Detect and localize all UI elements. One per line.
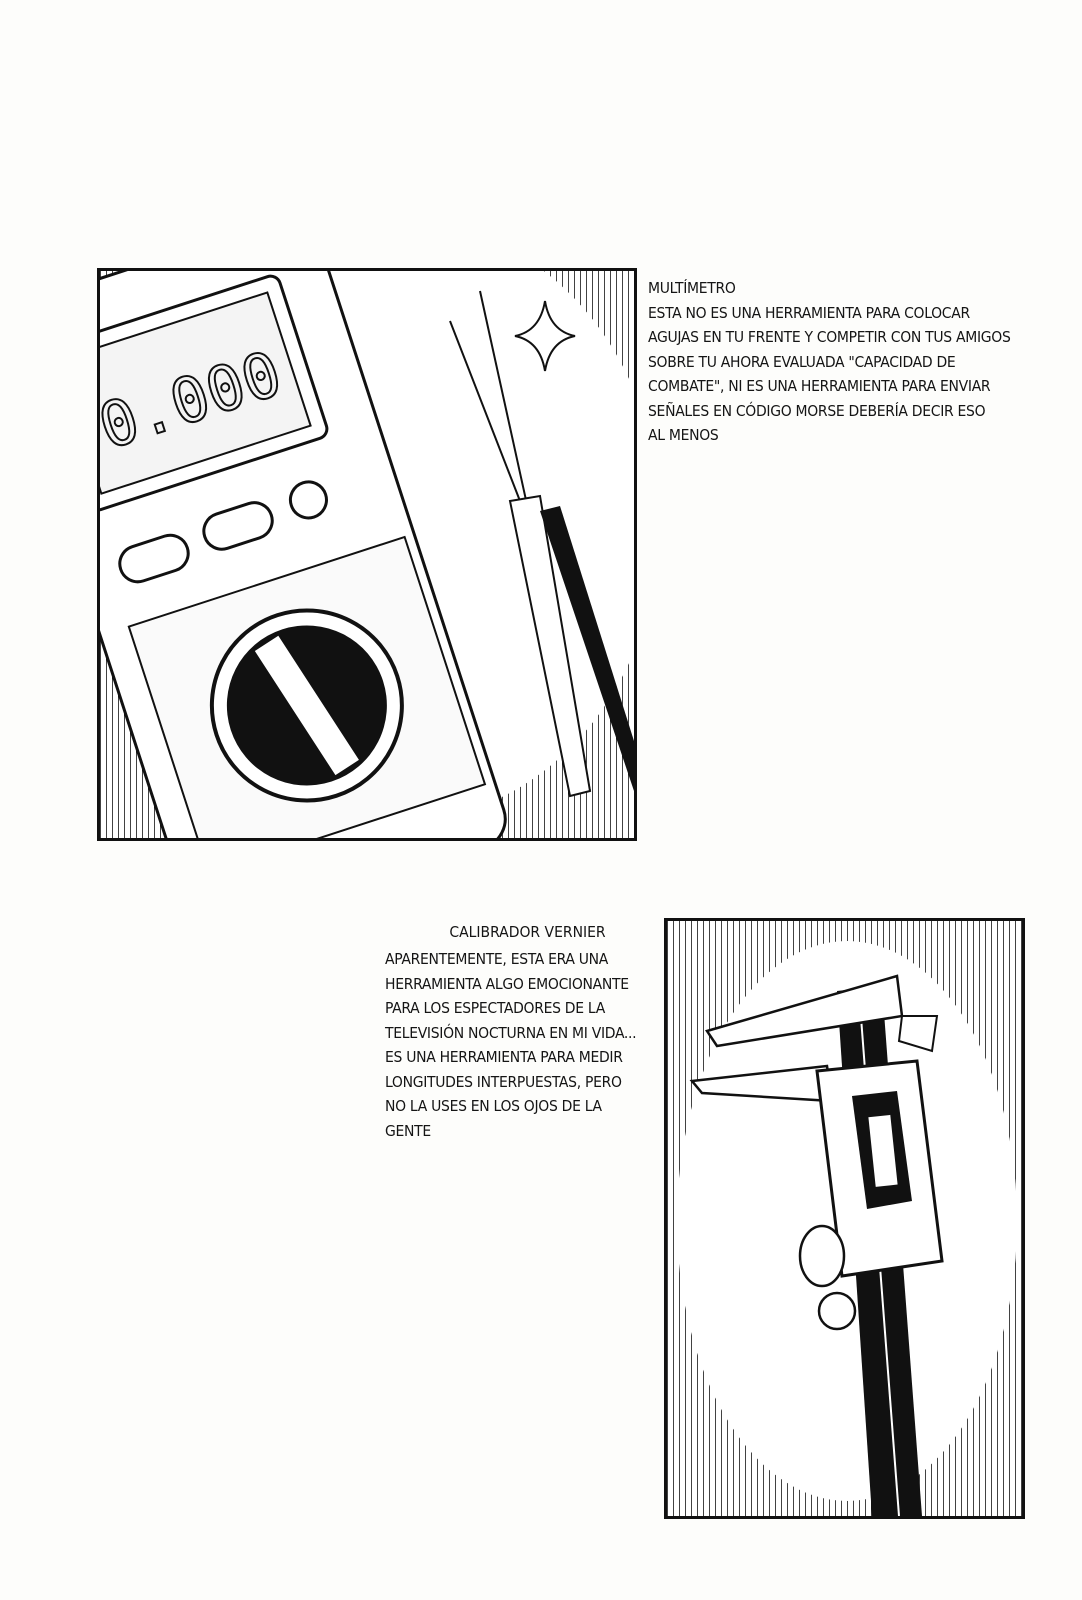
caption-line: AGUJAS EN TU FRENTE Y COMPETIR CON TUS A… (648, 328, 1011, 346)
caption-line: NO LA USES EN LOS OJOS DE LA (385, 1097, 602, 1115)
caption-line: HERRAMIENTA ALGO EMOCIONANTE (385, 974, 629, 993)
multimeter-caption: MULTÍMETRO ESTA NO ES UNA HERRAMIENTA PA… (648, 276, 1011, 448)
caption-line: GENTE (385, 1121, 431, 1140)
caption-line: COMBATE", NI ES UNA HERRAMIENTA PARA ENV… (648, 377, 991, 395)
caption-line: SOBRE TU AHORA EVALUADA "CAPACIDAD DE (648, 352, 956, 371)
caption-title: MULTÍMETRO (648, 279, 736, 297)
caption-line: ESTA NO ES UNA HERRAMIENTA PARA COLOCAR (648, 303, 970, 322)
multimeter-panel: 0.000 (97, 268, 637, 841)
caliper-caption: APARENTEMENTE, ESTA ERA UNA HERRAMIENTA … (385, 947, 637, 1143)
multimeter-illustration: 0.000 (100, 271, 634, 838)
caliper-caption-title: CALIBRADOR VERNIER (449, 923, 606, 941)
caption-line: TELEVISIÓN NOCTURNA EN MI VIDA... (385, 1023, 637, 1042)
caption-line: AL MENOS (648, 426, 719, 444)
caption-line: PARA LOS ESPECTADORES DE LA (385, 999, 605, 1017)
caption-line: APARENTEMENTE, ESTA ERA UNA (385, 950, 609, 968)
caption-line: ES UNA HERRAMIENTA PARA MEDIR (385, 1048, 623, 1066)
caliper-illustration (667, 921, 1022, 1516)
caption-line: SEÑALES EN CÓDIGO MORSE DEBERÍA DECIR ES… (648, 401, 986, 420)
caliper-panel (664, 918, 1025, 1519)
caption-line: LONGITUDES INTERPUESTAS, PERO (385, 1072, 622, 1091)
